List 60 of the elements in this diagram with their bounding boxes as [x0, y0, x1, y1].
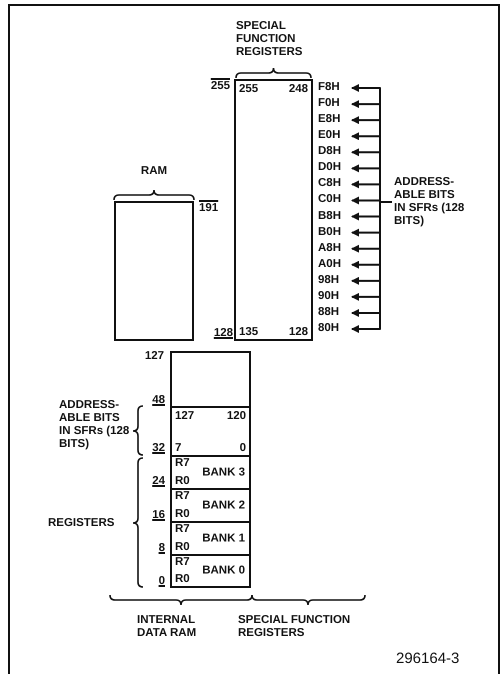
cell-text: BANK 0: [202, 564, 245, 578]
address-label: C8H: [318, 177, 342, 192]
address-label: 98H: [318, 274, 340, 288]
cell-text: R7: [175, 490, 190, 503]
address-label: E8H: [318, 113, 340, 128]
cell-text: 248: [288, 83, 308, 96]
memory-box: [170, 455, 251, 490]
cell-text: 255: [239, 83, 258, 96]
address-label: B8H: [318, 210, 342, 224]
address-number: 16: [151, 509, 165, 522]
address-number: 127: [144, 350, 164, 363]
address-label: D0H: [318, 161, 342, 176]
figure-number: 296164-3: [396, 650, 460, 667]
cell-text: R0: [175, 508, 190, 521]
block-title: RAM: [140, 165, 168, 178]
address-number: 24: [151, 475, 165, 488]
cell-text: 128: [288, 326, 308, 339]
memory-box: [170, 521, 251, 556]
region-label: REGISTERS: [48, 517, 116, 530]
cell-text: R7: [175, 556, 190, 569]
cell-text: BANK 1: [202, 532, 245, 545]
address-label: F8H: [318, 81, 340, 95]
annotation-text: ADDRESS- ABLE BITS IN SFRs (128 BITS): [394, 176, 468, 228]
cell-text: R7: [175, 457, 190, 470]
region-label: INTERNAL DATA RAM: [137, 614, 198, 640]
address-number: 128: [212, 327, 233, 340]
cell-text: 7: [175, 442, 182, 455]
address-number: 191: [199, 202, 220, 215]
address-number: 32: [151, 442, 165, 455]
cell-text: R0: [175, 541, 190, 554]
cell-text: BANK 3: [202, 466, 245, 479]
address-label: A0H: [318, 258, 342, 272]
address-label: C0H: [318, 193, 342, 208]
cell-text: R7: [175, 523, 190, 536]
address-label: 88H: [318, 306, 340, 320]
address-label: 80H: [318, 322, 340, 336]
cell-text: R0: [175, 475, 190, 488]
region-label: ADDRESS- ABLE BITS IN SFRs (128 BITS): [59, 399, 130, 451]
cell-text: 135: [239, 326, 258, 339]
address-label: E0H: [318, 129, 340, 144]
cell-text: 120: [226, 410, 246, 423]
address-number: 48: [151, 394, 165, 407]
memory-box: [170, 406, 251, 457]
memory-box: [170, 351, 251, 408]
memory-box: [170, 488, 251, 523]
memory-box: [170, 554, 251, 588]
cell-text: BANK 2: [202, 499, 245, 512]
cell-text: R0: [175, 573, 190, 586]
address-label: A8H: [318, 242, 342, 256]
address-number: 255: [210, 80, 230, 93]
address-label: B0H: [318, 226, 342, 240]
cell-text: 127: [175, 410, 194, 423]
block-title: SPECIAL FUNCTION REGISTERS: [236, 20, 304, 59]
region-label: SPECIAL FUNCTION REGISTERS: [238, 614, 352, 640]
address-label: 90H: [318, 290, 340, 304]
address-label: F0H: [318, 97, 340, 112]
address-label: D8H: [318, 145, 342, 160]
address-number: 8: [158, 542, 165, 555]
cell-text: 0: [240, 442, 246, 455]
address-number: 0: [158, 575, 165, 588]
